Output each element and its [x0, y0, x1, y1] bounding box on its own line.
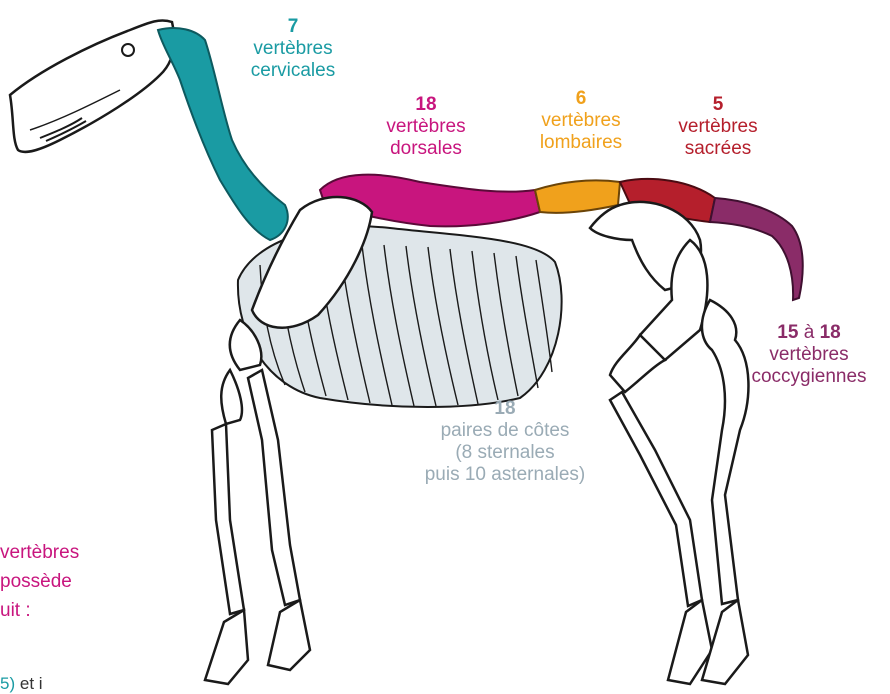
coccygeal-line2: coccygiennes: [751, 366, 866, 387]
label-lumbar: 6 vertèbres lombaires: [515, 88, 647, 154]
side-text-line1: vertèbres: [0, 538, 79, 567]
label-ribs: 18 paires de côtes (8 sternales puis 10 …: [390, 398, 620, 486]
side-text-line2: possède: [0, 567, 72, 596]
lumbar-line1: vertèbres: [541, 110, 620, 131]
coccygeal-vertebrae: [710, 198, 803, 300]
label-coccygeal: 15 à 18 vertèbres coccygiennes: [730, 322, 888, 388]
count-joiner: à: [804, 322, 815, 343]
lumbar-line2: lombaires: [540, 132, 622, 153]
footer-word: et i: [20, 674, 43, 693]
label-cervical: 7 vertèbres cervicales: [228, 16, 358, 82]
label-sacral: 5 vertèbres sacrées: [652, 94, 784, 160]
count-dorsal: 18: [415, 94, 436, 115]
dorsal-line2: dorsales: [390, 138, 462, 159]
sacral-line2: sacrées: [685, 138, 752, 159]
count-ribs: 18: [494, 398, 515, 419]
skull: [10, 20, 174, 152]
ribs-line1: paires de côtes: [441, 420, 570, 441]
count-coccygeal-max: 18: [820, 322, 841, 343]
ribs-line3: puis 10 asternales): [425, 464, 586, 485]
sacral-line1: vertèbres: [678, 116, 757, 137]
cervical-line1: vertèbres: [253, 38, 332, 59]
dorsal-line1: vertèbres: [386, 116, 465, 137]
footer-text: 5) et i: [0, 674, 43, 694]
ribs-line2: (8 sternales: [455, 442, 554, 463]
side-text-line3: uit :: [0, 596, 31, 625]
count-cervical: 7: [288, 16, 299, 37]
coccygeal-line1: vertèbres: [769, 344, 848, 365]
count-coccygeal-min: 15: [777, 322, 798, 343]
footer-paren: 5): [0, 674, 15, 693]
label-dorsal: 18 vertèbres dorsales: [360, 94, 492, 160]
count-lumbar: 6: [576, 88, 587, 109]
hind-legs: [610, 240, 748, 684]
cervical-line2: cervicales: [251, 60, 335, 81]
count-sacral: 5: [713, 94, 724, 115]
lumbar-vertebrae: [535, 180, 620, 212]
